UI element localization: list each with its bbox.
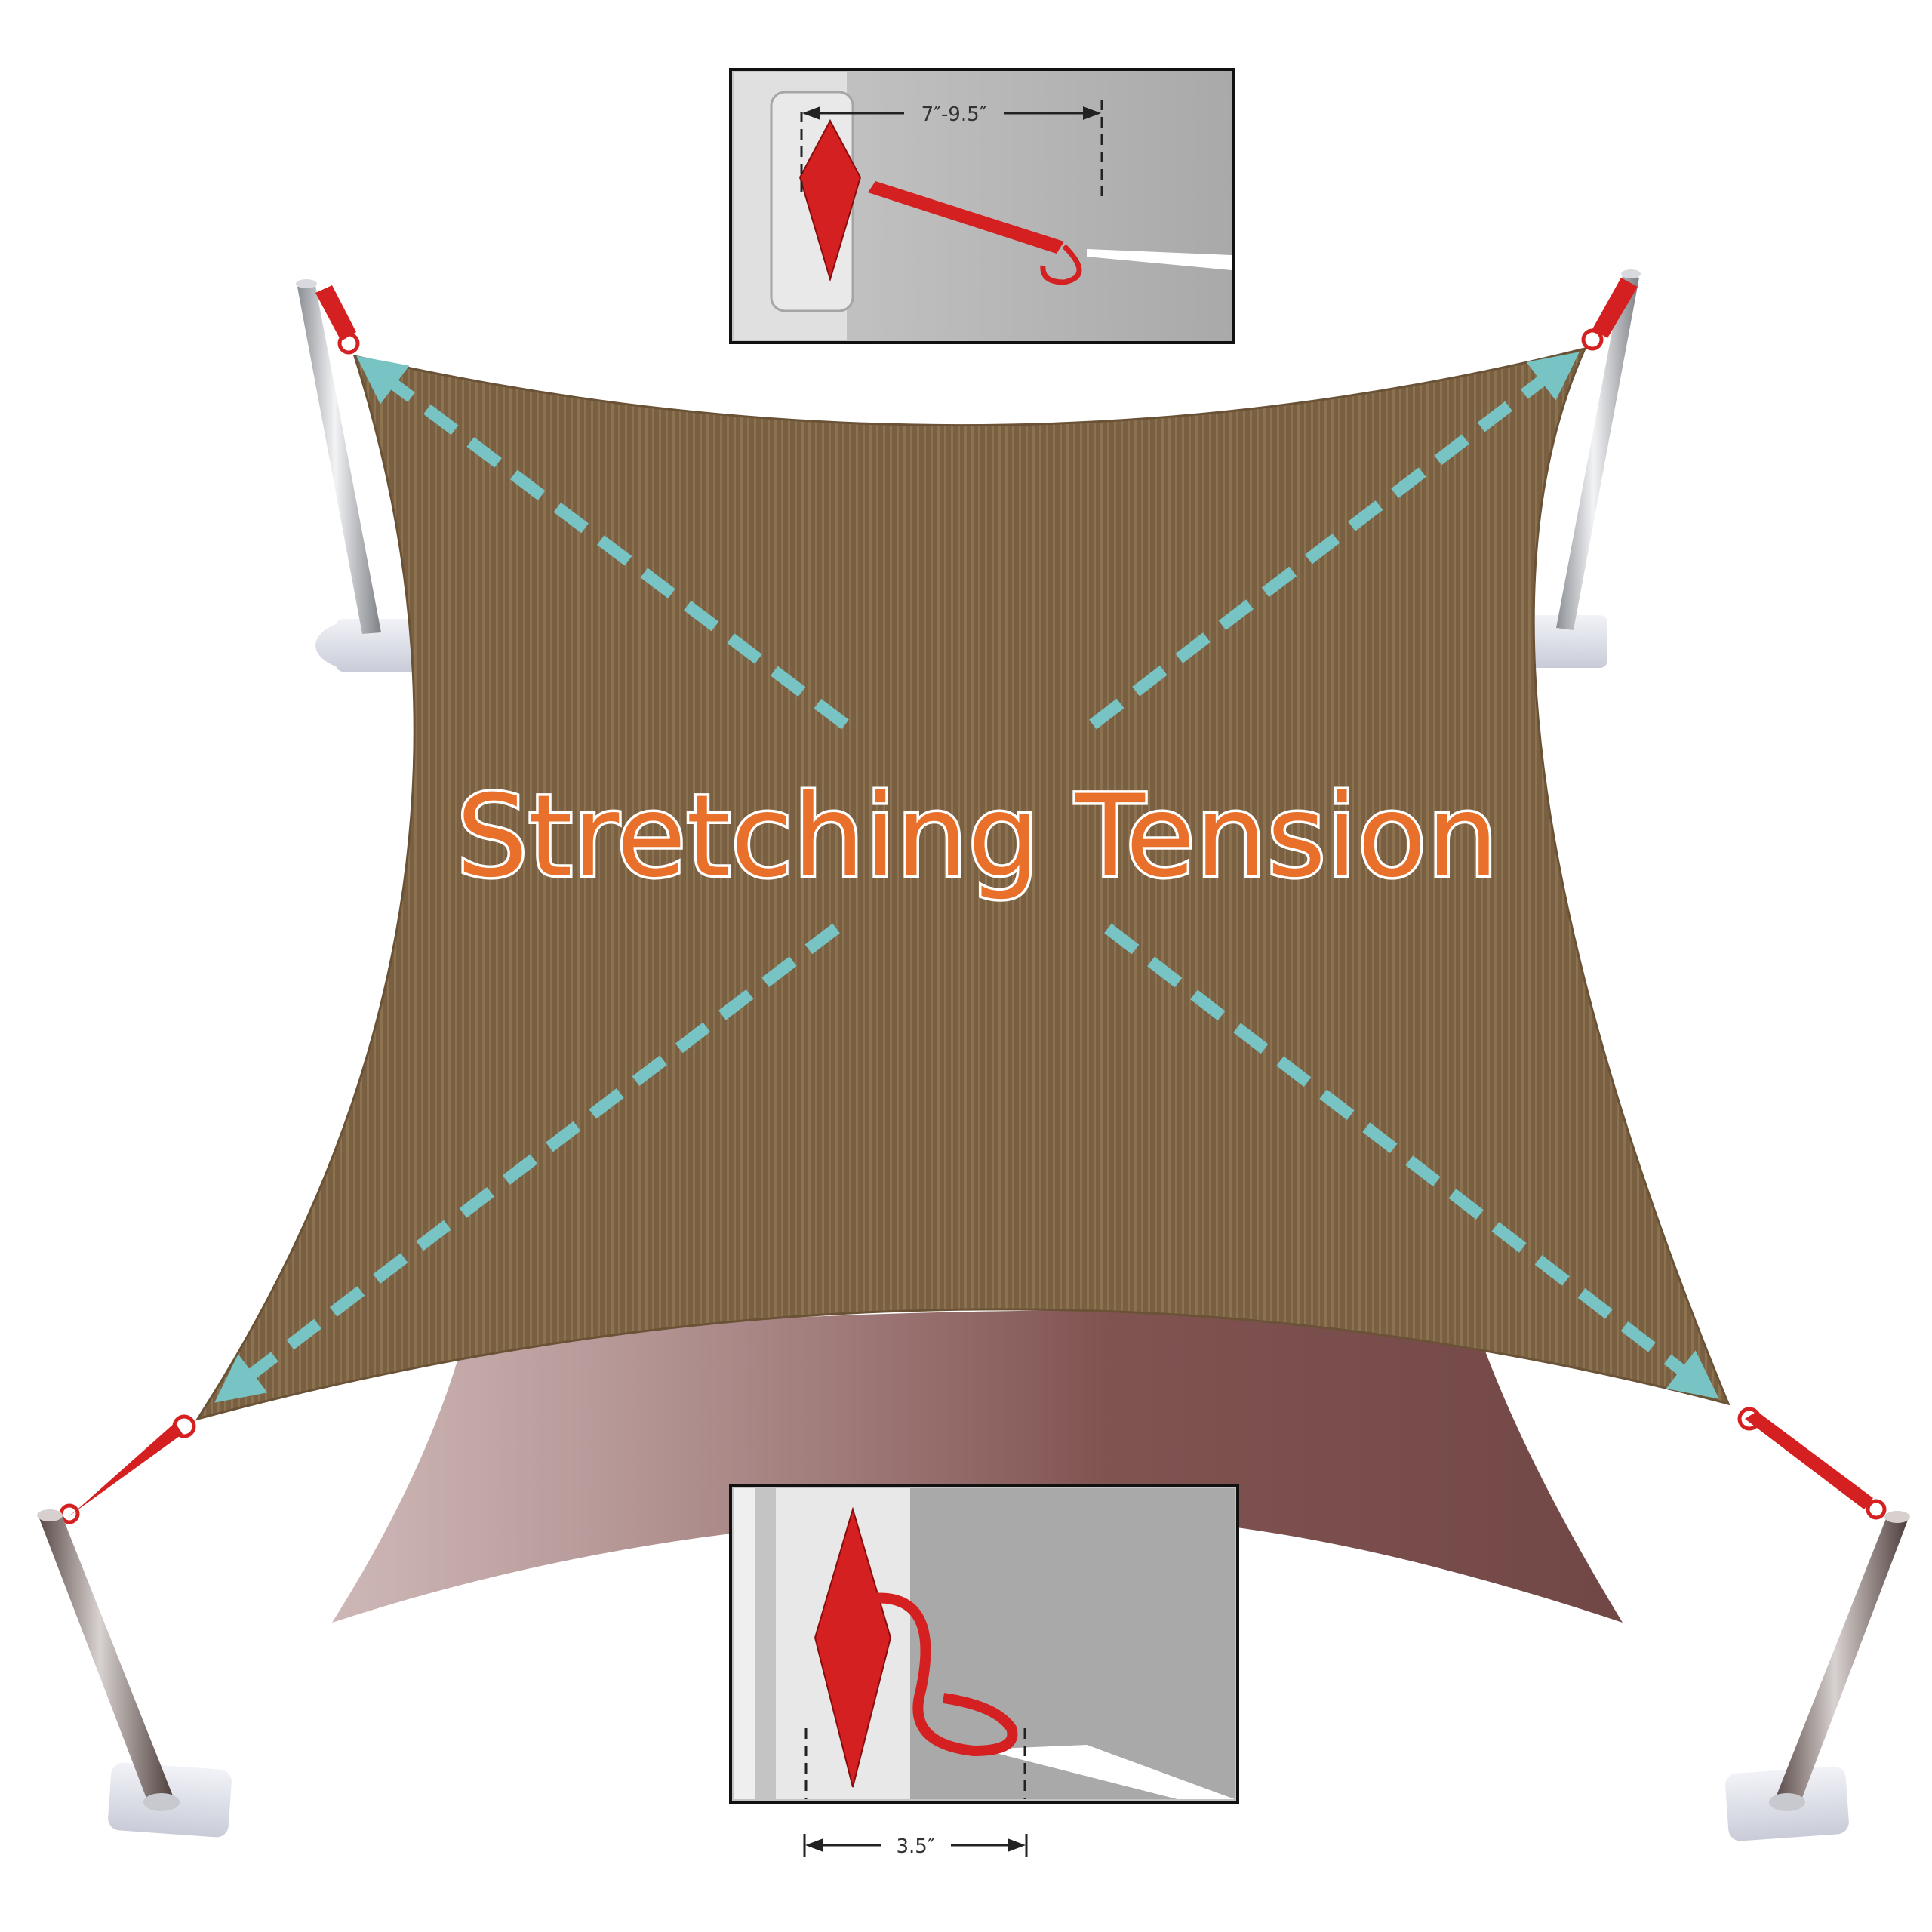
hardware-back-right — [1581, 278, 1638, 351]
turnbuckle-icon — [1592, 278, 1638, 338]
pole-icon — [297, 285, 381, 634]
pole-front-left — [37, 1509, 232, 1838]
hardware-back-left — [315, 285, 360, 355]
hardware-front-left — [59, 1414, 196, 1524]
hardware-front-right — [1737, 1407, 1887, 1520]
sail-edge — [1087, 249, 1232, 270]
pad-eye-icon — [798, 118, 862, 282]
snap-hook-icon — [337, 332, 360, 355]
turnbuckle-icon — [68, 1423, 183, 1517]
pole-back-right — [1524, 269, 1641, 668]
inset-top: 7″-9.5″ — [729, 68, 1235, 344]
pole-back-left — [296, 279, 424, 672]
snap-hook-icon — [59, 1503, 80, 1524]
snap-hook-icon — [1040, 244, 1082, 285]
snap-hook-icon — [859, 1592, 1018, 1757]
pole-front-right — [1725, 1511, 1910, 1841]
shade-sail — [195, 346, 1730, 1421]
snap-hook-icon — [1737, 1407, 1761, 1431]
top-dimension-label: 7″-9.5″ — [921, 103, 987, 126]
arrow-front-right — [1104, 923, 1719, 1399]
bottom-dimension-label: 3.5″ — [896, 1835, 934, 1858]
pole-icon — [1775, 1517, 1908, 1804]
turnbuckle-icon — [1745, 1411, 1873, 1509]
pole-icon — [39, 1515, 174, 1802]
turnbuckle-icon — [315, 285, 356, 341]
headline-text: Stretching Tension — [457, 771, 1499, 903]
arrow-back-left — [356, 355, 849, 730]
arrow-back-right — [1089, 352, 1580, 730]
turnbuckle-icon — [868, 181, 1064, 254]
sail-edge — [981, 1745, 1235, 1799]
snap-hook-icon — [172, 1414, 196, 1438]
sail-shadow — [332, 1309, 1623, 1623]
tension-arrows — [214, 352, 1719, 1403]
pole-icon — [1556, 275, 1639, 630]
snap-hook-icon — [1866, 1499, 1887, 1520]
snap-hook-icon — [1581, 328, 1604, 351]
arrow-front-left — [214, 923, 840, 1403]
inset-bottom: 3.5″ — [729, 1484, 1239, 1858]
